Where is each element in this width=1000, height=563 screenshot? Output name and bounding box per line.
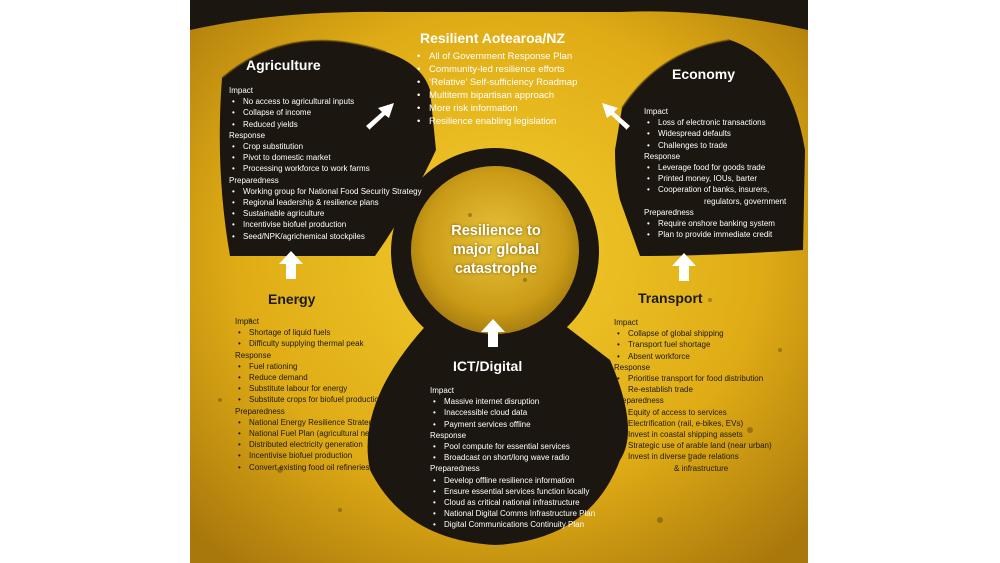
list-item: Crop substitution — [229, 141, 422, 152]
list-item: Cloud as critical national infrastructur… — [430, 497, 595, 508]
list-item-continuation: regulators, government — [704, 196, 787, 206]
list-item: Prioritise transport for food distributi… — [614, 373, 772, 384]
list-item: Invest in diverse trade relations — [614, 451, 772, 462]
list-item: Resilience enabling legislation — [415, 115, 577, 128]
economy-block: Impact Loss of electronic transactions W… — [644, 106, 787, 241]
list-item: Substitute crops for biofuel production — [235, 394, 385, 405]
list-item: Incentivise biofuel production — [229, 219, 422, 230]
list-item: Reduce demand — [235, 372, 385, 383]
preparedness-heading: Preparedness — [430, 464, 480, 474]
preparedness-heading: Preparedness — [614, 396, 664, 406]
list-item: ‘Relative’ Self-sufficiency Roadmap — [415, 76, 577, 89]
list-item-continuation: & infrastructure — [674, 463, 729, 473]
arrow-up-icon — [279, 251, 303, 279]
impact-heading: Impact — [235, 317, 260, 326]
list-item: Incentivise biofuel production — [235, 450, 385, 461]
list-item: Require onshore banking system — [644, 218, 786, 229]
list-item: Collapse of income — [229, 107, 422, 118]
arrow-up-icon — [481, 319, 505, 347]
arrow-up-left-icon — [602, 103, 630, 130]
list-item: Pool compute for essential services — [430, 441, 595, 452]
list-item: Substitute labour for energy — [235, 383, 385, 394]
list-item: Working group for National Food Security… — [229, 186, 422, 197]
resilient-nz-block: Resilient Aotearoa/NZ All of Government … — [415, 30, 577, 128]
list-item: Leverage food for goods trade — [644, 162, 786, 173]
list-item: Difficulty supplying thermal peak — [235, 338, 385, 349]
list-item: Absent workforce — [614, 351, 772, 362]
impact-heading: Impact — [644, 107, 669, 116]
list-item: Re-establish trade — [614, 384, 772, 395]
center-line: catastrophe — [454, 261, 538, 277]
list-item: Transport fuel shortage — [614, 339, 772, 350]
agriculture-title: Agriculture — [246, 57, 321, 73]
center-label: Resilience to major global catastrophe — [440, 222, 552, 279]
center-line: major global — [452, 242, 540, 258]
list-item: Pivot to domestic market — [229, 152, 422, 163]
response-heading: Response — [644, 151, 681, 161]
resilient-nz-list: All of Government Response Plan Communit… — [415, 50, 577, 128]
list-item: Fuel rationing — [235, 361, 385, 372]
center-line: Resilience to — [451, 223, 541, 239]
impact-heading: Impact — [614, 318, 639, 327]
agriculture-block: Impact No access to agricultural inputs … — [229, 85, 422, 242]
list-item: Invest in coastal shipping assets — [614, 429, 772, 440]
list-item: No access to agricultural inputs — [229, 96, 422, 107]
impact-heading: Impact — [229, 86, 254, 95]
radiation-symbol-diagram: Resilience to major global catastrophe R… — [190, 0, 808, 563]
list-item: Convert existing food oil refineries — [235, 462, 385, 473]
list-item: All of Government Response Plan — [415, 50, 577, 63]
list-item: Distributed electricity generation — [235, 439, 385, 450]
list-item: Processing workforce to work farms — [229, 163, 422, 174]
list-item: National Energy Resilience Strategy — [235, 417, 385, 428]
list-item: Challenges to trade — [644, 140, 786, 151]
list-item: Develop offline resilience information — [430, 475, 595, 486]
list-item: More risk information — [415, 102, 577, 115]
list-item: Electrification (rail, e-bikes, EVs) — [614, 418, 772, 429]
preparedness-heading: Preparedness — [235, 406, 285, 416]
resilient-nz-title: Resilient Aotearoa/NZ — [420, 30, 565, 46]
list-item: Widespread defaults — [644, 128, 786, 139]
ict-title: ICT/Digital — [453, 358, 523, 374]
arrow-up-icon — [672, 253, 696, 281]
list-item: Digital Communications Continuity Plan — [430, 519, 595, 530]
energy-title: Energy — [268, 291, 316, 307]
list-item: Plan to provide immediate credit — [644, 229, 786, 240]
list-item: Strategic use of arable land (near urban… — [614, 440, 772, 451]
list-item: Massive internet disruption — [430, 396, 595, 407]
list-item: National Digital Comms Infrastructure Pl… — [430, 508, 595, 519]
response-heading: Response — [235, 350, 272, 360]
list-item: Multiterm bipartisan approach — [415, 89, 577, 102]
transport-title: Transport — [638, 290, 703, 306]
impact-heading: Impact — [430, 386, 455, 395]
economy-title: Economy — [672, 66, 736, 82]
transport-block: Impact Collapse of global shipping Trans… — [614, 317, 772, 474]
list-item: Regional leadership & resilience plans — [229, 197, 422, 208]
list-item: Shortage of liquid fuels — [235, 327, 385, 338]
list-item: Loss of electronic transactions — [644, 117, 786, 128]
list-item: Broadcast on short/long wave radio — [430, 452, 595, 463]
list-item: Ensure essential services function local… — [430, 486, 595, 497]
list-item: Printed money, IOUs, barter — [644, 173, 786, 184]
energy-block: Impact Shortage of liquid fuels Difficul… — [235, 316, 385, 473]
response-heading: Response — [229, 130, 266, 140]
list-item: Cooperation of banks, insurers, — [644, 184, 786, 195]
list-item: Payment services offline — [430, 419, 595, 430]
list-item: Inaccessible cloud data — [430, 407, 595, 418]
list-item: Community-led resilience efforts — [415, 63, 577, 76]
preparedness-heading: Preparedness — [229, 175, 279, 185]
list-item: Seed/NPK/agrichemical stockpiles — [229, 231, 422, 242]
list-item: Equity of access to services — [614, 407, 772, 418]
list-item: Reduced yields — [229, 119, 422, 130]
list-item: National Fuel Plan (agricultural needs) — [235, 428, 385, 439]
ict-block: Impact Massive internet disruption Inacc… — [430, 385, 595, 531]
preparedness-heading: Preparedness — [644, 207, 694, 217]
response-heading: Response — [614, 362, 651, 372]
response-heading: Response — [430, 430, 467, 440]
list-item: Sustainable agriculture — [229, 208, 422, 219]
list-item: Collapse of global shipping — [614, 328, 772, 339]
